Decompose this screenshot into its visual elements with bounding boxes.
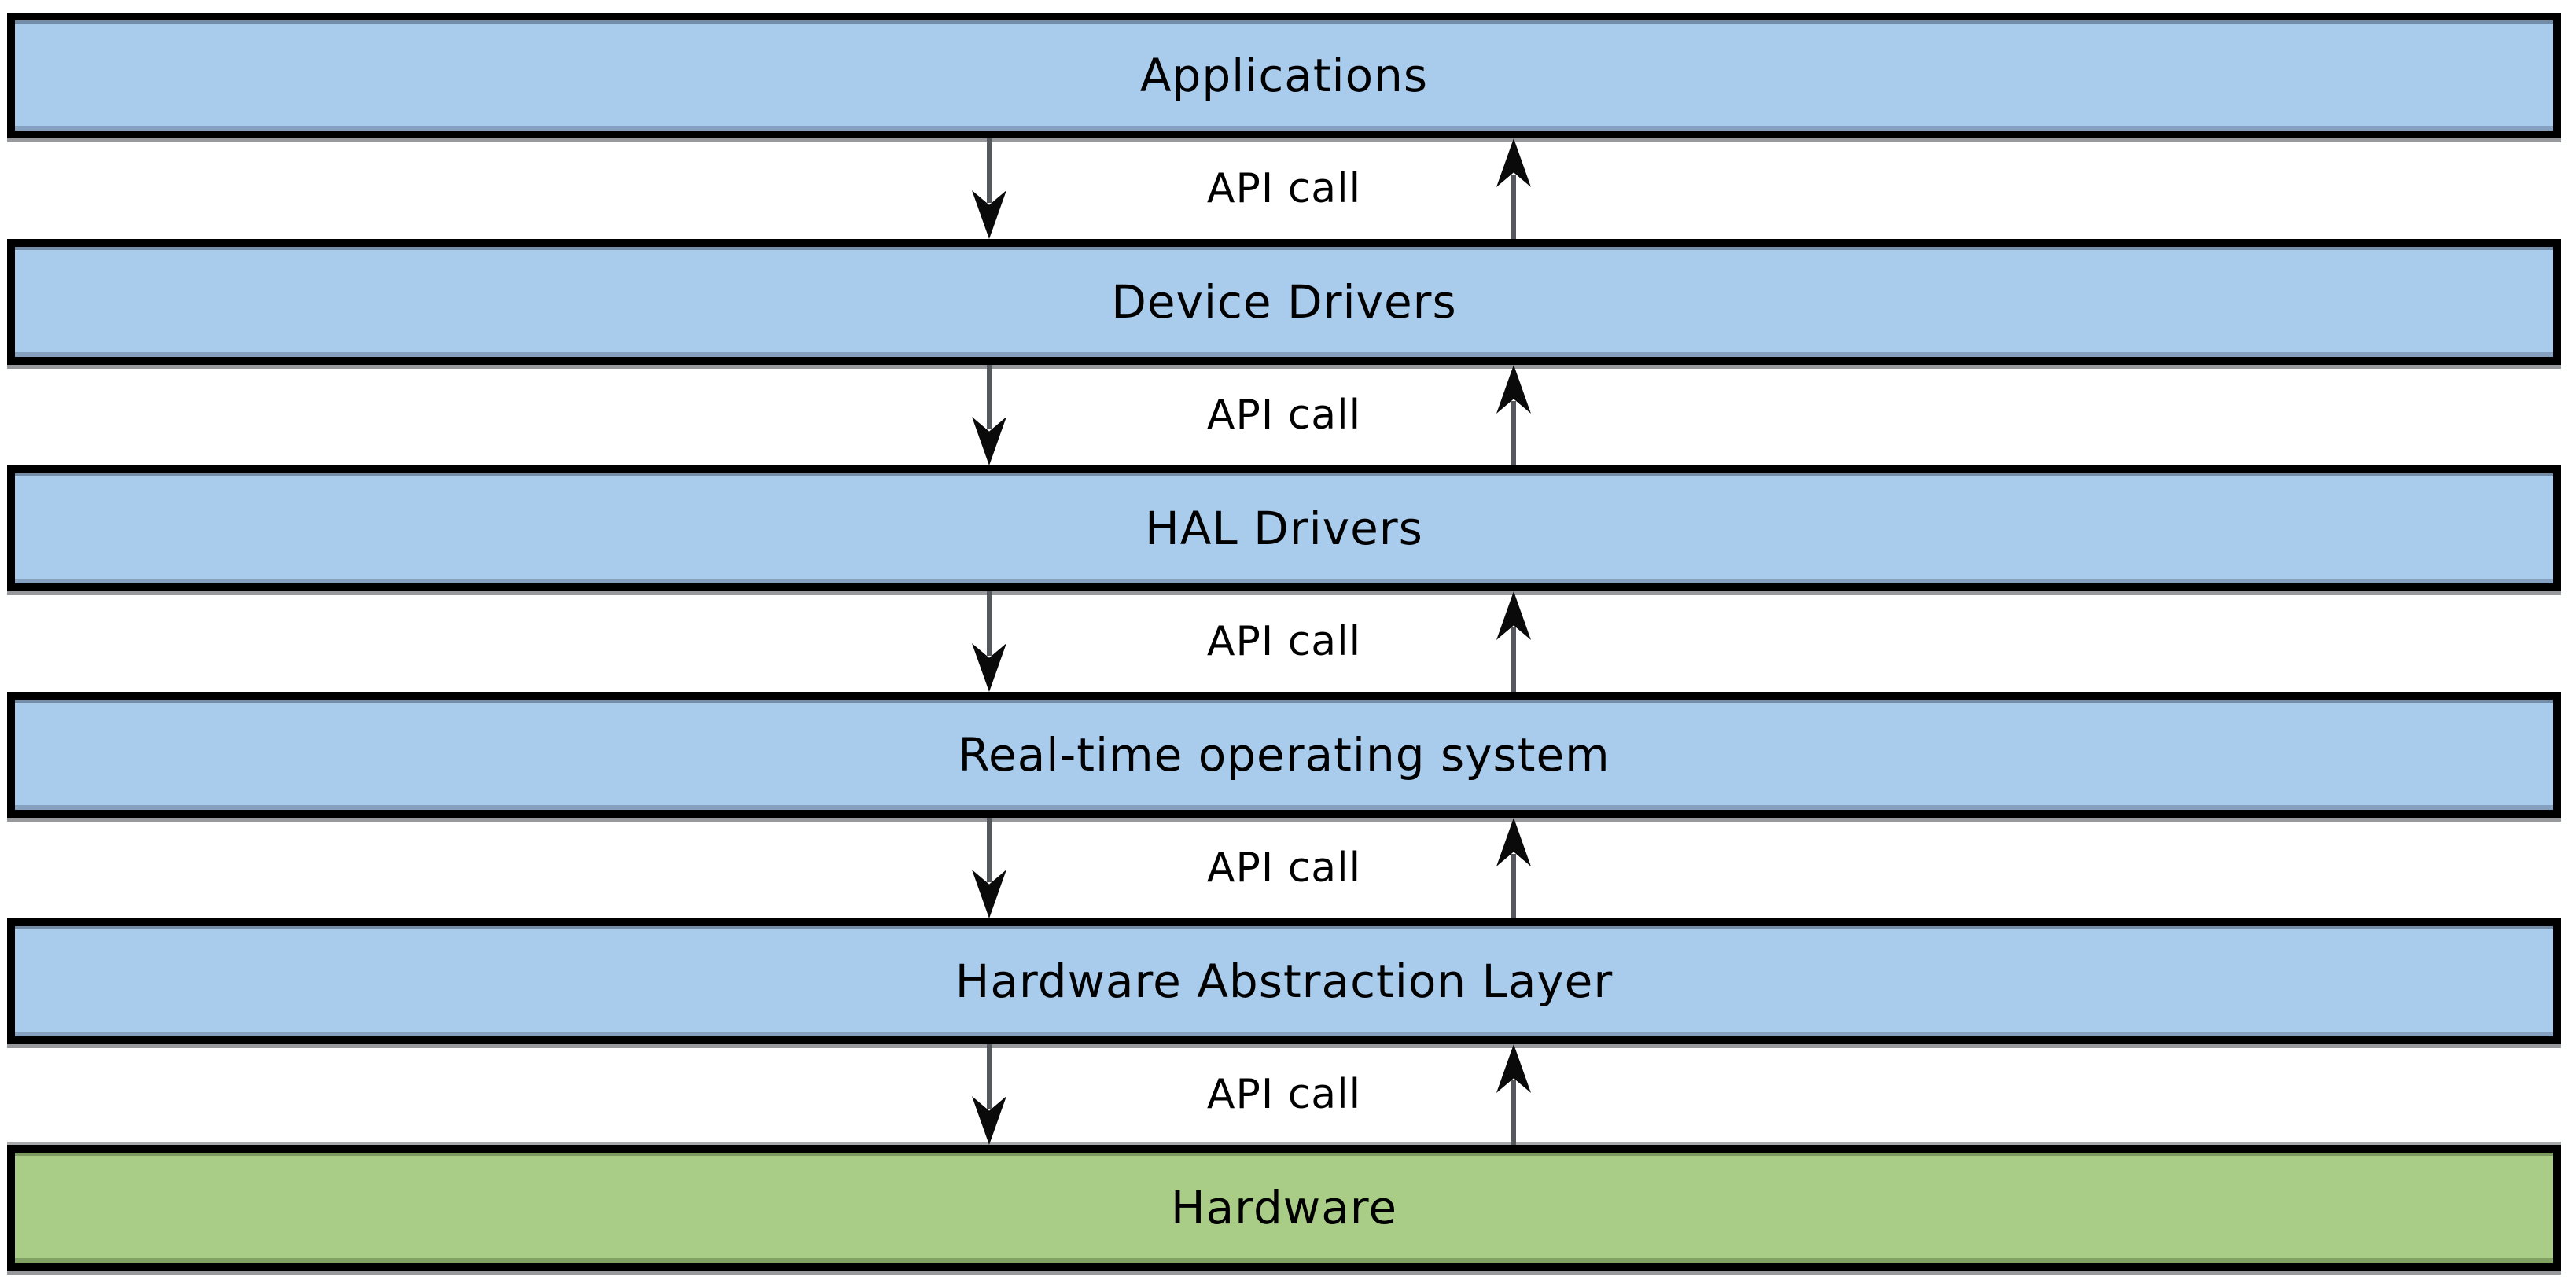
api-call-label: API call <box>1206 1071 1362 1118</box>
connector-gap-2: API call <box>7 365 2561 465</box>
api-call-label: API call <box>1206 844 1362 892</box>
arrow-shaft <box>987 591 992 656</box>
arrow-shaft <box>1511 854 1516 918</box>
layer-box-hardware: Hardware <box>7 1145 2561 1271</box>
layer-label-hardware: Hardware <box>1170 1181 1398 1234</box>
api-call-down-arrow <box>972 138 1006 239</box>
api-call-down-arrow <box>972 365 1006 465</box>
layer-label-hardware-abstraction-layer: Hardware Abstraction Layer <box>955 955 1614 1008</box>
layer-label-device-drivers: Device Drivers <box>1111 275 1457 329</box>
api-call-down-arrow <box>972 1044 1006 1145</box>
api-call-down-arrow <box>972 818 1006 918</box>
arrow-shaft <box>987 1044 992 1109</box>
arrow-shaft <box>1511 401 1516 465</box>
api-call-label: API call <box>1206 618 1362 665</box>
layer-box-device-drivers: Device Drivers <box>7 239 2561 365</box>
diagram-column: Applications API call Device Drivers API… <box>7 13 2561 1271</box>
arrow-shaft <box>987 365 992 429</box>
api-call-down-arrow <box>972 591 1006 692</box>
api-call-up-arrow <box>1496 365 1531 465</box>
layer-box-applications: Applications <box>7 13 2561 138</box>
api-call-up-arrow <box>1496 1044 1531 1145</box>
arrow-shaft <box>1511 627 1516 692</box>
connector-gap-1: API call <box>7 138 2561 239</box>
api-call-up-arrow <box>1496 818 1531 918</box>
arrow-shaft <box>1511 1080 1516 1145</box>
api-call-up-arrow <box>1496 138 1531 239</box>
connector-gap-4: API call <box>7 818 2561 918</box>
connector-gap-5: API call <box>7 1044 2561 1145</box>
arrow-shaft <box>987 138 992 203</box>
api-call-label: API call <box>1206 165 1362 212</box>
layer-box-rtos: Real-time operating system <box>7 692 2561 818</box>
arrow-shaft <box>987 818 992 882</box>
layer-label-applications: Applications <box>1139 49 1429 102</box>
layer-label-hal-drivers: HAL Drivers <box>1145 502 1423 555</box>
connector-gap-3: API call <box>7 591 2561 692</box>
api-call-up-arrow <box>1496 591 1531 692</box>
api-call-label: API call <box>1206 392 1362 439</box>
layer-box-hardware-abstraction-layer: Hardware Abstraction Layer <box>7 918 2561 1044</box>
arrow-shaft <box>1511 175 1516 239</box>
layer-box-hal-drivers: HAL Drivers <box>7 465 2561 591</box>
layer-label-rtos: Real-time operating system <box>958 728 1610 782</box>
